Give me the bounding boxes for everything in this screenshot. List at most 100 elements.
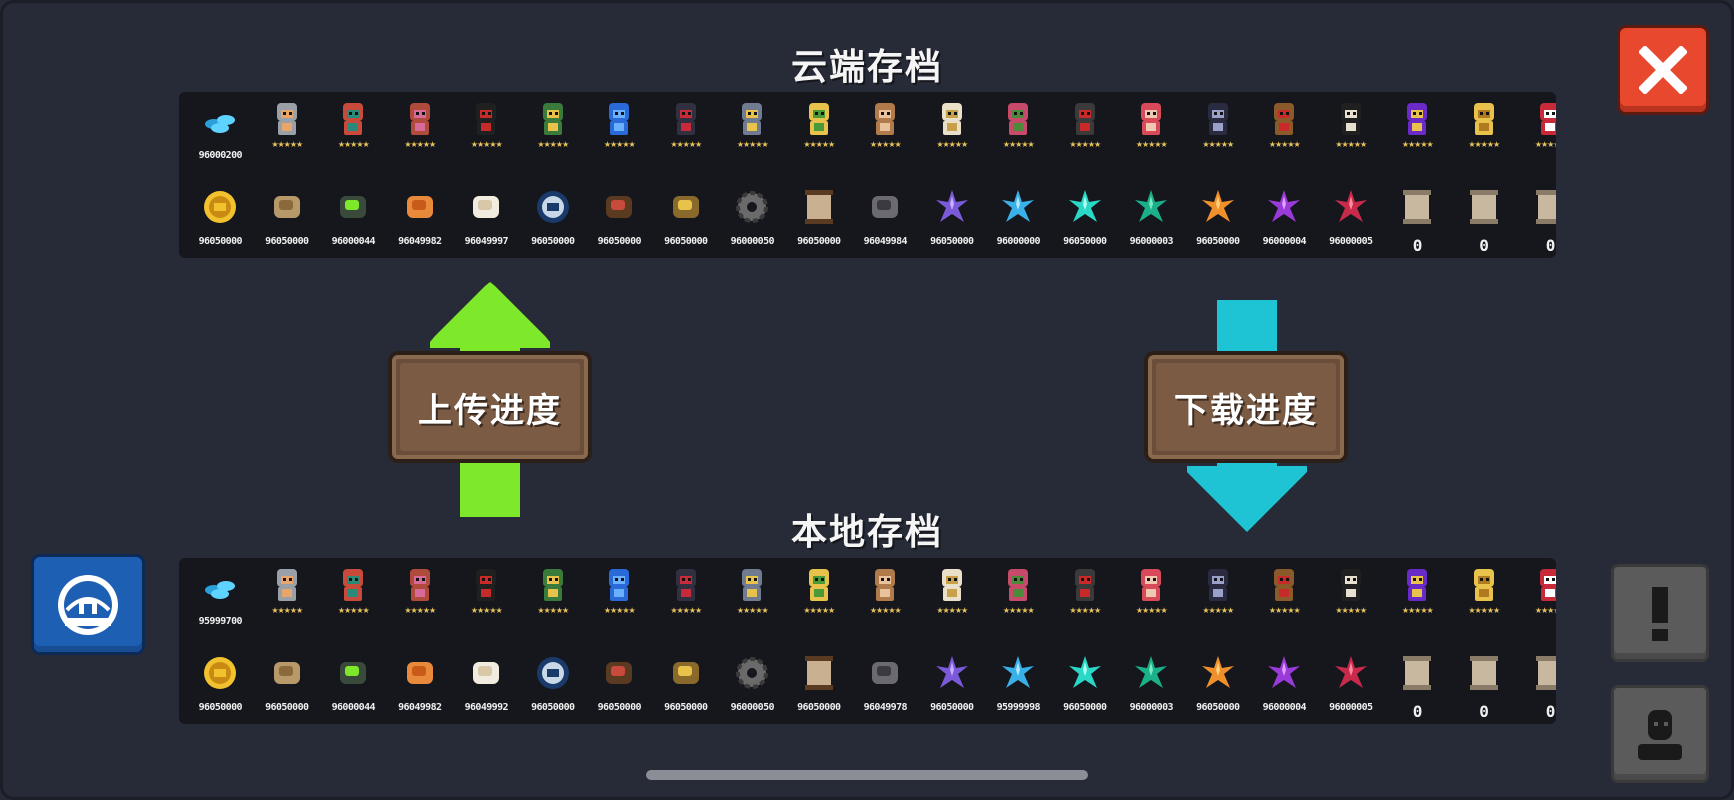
item-count: 96000004 bbox=[1262, 236, 1307, 247]
hero-slot: ★★★★★ bbox=[919, 558, 986, 638]
star-rating: ★★★★★ bbox=[404, 140, 436, 149]
hero-slot: ★★★★★ bbox=[453, 558, 520, 638]
officer-hero-icon bbox=[1274, 103, 1294, 135]
hero-slot: ★★★★★ bbox=[719, 92, 786, 172]
item-count: 96050000 bbox=[531, 702, 575, 713]
vampire-hero-icon bbox=[675, 103, 696, 135]
hero-slot: ★★★★★ bbox=[254, 558, 321, 638]
robot-hero-icon bbox=[609, 103, 629, 135]
item-count: 96050000 bbox=[1063, 702, 1107, 713]
star-rating: ★★★★★ bbox=[603, 140, 636, 149]
demon-hero-icon bbox=[1407, 103, 1427, 135]
material-slot: 96050000 bbox=[653, 176, 720, 256]
knight-hero-icon bbox=[276, 103, 297, 135]
download-progress-button[interactable]: 下载进度 bbox=[1148, 355, 1344, 459]
material-slot: 96050000 bbox=[254, 642, 321, 722]
item-count: 96050000 bbox=[797, 236, 841, 247]
gold-coin-icon bbox=[204, 191, 236, 223]
star-rating: ★★★★★ bbox=[1069, 606, 1101, 615]
material-slot: 96000005 bbox=[1318, 642, 1385, 722]
material-slot: 96050000 bbox=[1185, 642, 1252, 722]
material-slot: 96000005 bbox=[1318, 176, 1385, 256]
cloud-material-row: 96050000 96050000 96000044 96049982 96049997… bbox=[187, 176, 1556, 256]
hero-slot: ★★★★★ bbox=[320, 558, 387, 638]
material-slot: 96049978 bbox=[852, 642, 919, 722]
item-count: 96000044 bbox=[331, 236, 376, 247]
material-slot: 96049997 bbox=[453, 176, 520, 256]
scroll-map-icon bbox=[804, 190, 833, 224]
battery-icon bbox=[340, 662, 366, 684]
home-indicator[interactable] bbox=[646, 770, 1088, 780]
gem-icon bbox=[205, 115, 235, 133]
material-slot: 96050000 bbox=[187, 176, 254, 256]
item-count: 96000003 bbox=[1129, 702, 1174, 713]
close-button[interactable] bbox=[1620, 28, 1706, 112]
local-hero-row: 95999700★★★★★★★★★★★★★★★★★★★★★★★★★★★★★★★★… bbox=[187, 558, 1556, 638]
hero-slot: ★★★★★ bbox=[1052, 558, 1119, 638]
assassin-hero-icon bbox=[476, 569, 496, 601]
user-silhouette-icon bbox=[1638, 710, 1682, 760]
battery-icon bbox=[340, 196, 366, 218]
star-rating: ★★★★★ bbox=[670, 140, 702, 149]
item-count: 96049997 bbox=[464, 236, 509, 247]
berserker-hero-icon bbox=[1074, 103, 1095, 135]
rogue-hero-icon bbox=[343, 569, 363, 601]
rock-icon bbox=[872, 662, 898, 684]
star-rating: ★★★★★ bbox=[337, 140, 370, 149]
item-count: 96000004 bbox=[1262, 702, 1307, 713]
scroll-icon bbox=[1469, 190, 1498, 224]
scroll-icon bbox=[1536, 190, 1556, 224]
scroll-map-icon bbox=[804, 656, 833, 690]
item-count: 96000000 bbox=[996, 236, 1041, 247]
download-progress-label: 下载进度 bbox=[1156, 363, 1336, 451]
hero-slot: ★★★★★ bbox=[852, 92, 919, 172]
material-slot: 96049982 bbox=[387, 176, 454, 256]
hero-slot: ★★★★★ bbox=[1185, 558, 1252, 638]
golden-robot-hero-icon bbox=[1473, 103, 1494, 135]
demon-hero-icon bbox=[1407, 569, 1427, 601]
hero-slot: ★★★★★ bbox=[786, 558, 853, 638]
item-count: 96050000 bbox=[265, 236, 309, 247]
notice-button[interactable] bbox=[1614, 567, 1706, 659]
ore-pieces-icon bbox=[672, 196, 699, 218]
close-icon bbox=[1639, 46, 1687, 94]
star-rating: ★★★★★ bbox=[537, 140, 569, 149]
gear-icon bbox=[736, 191, 768, 223]
red-crystal-icon bbox=[1334, 656, 1367, 688]
violet-crystal-icon bbox=[1268, 656, 1300, 688]
local-save-panel: 95999700★★★★★★★★★★★★★★★★★★★★★★★★★★★★★★★★… bbox=[179, 558, 1556, 724]
cyan-crystal-icon bbox=[1068, 190, 1101, 222]
channel-button[interactable] bbox=[34, 557, 142, 652]
star-rating: ★★★★★ bbox=[1202, 140, 1234, 149]
vampire-hero-icon bbox=[675, 569, 696, 601]
hero-slot: ★★★★★ bbox=[387, 558, 454, 638]
material-slot: 96050000 bbox=[520, 176, 587, 256]
priest-hero-icon bbox=[941, 569, 962, 601]
material-slot: 96050000 bbox=[1185, 176, 1252, 256]
upload-progress-button[interactable]: 上传进度 bbox=[392, 355, 588, 459]
star-rating: ★★★★★ bbox=[1335, 140, 1367, 149]
hero-slot: ★★★★★ bbox=[1517, 92, 1556, 172]
witch-hero-icon bbox=[409, 103, 430, 135]
upload-progress-label: 上传进度 bbox=[400, 363, 580, 451]
account-button[interactable] bbox=[1614, 688, 1706, 780]
paladin-hero-icon bbox=[742, 569, 762, 601]
material-slot: 96000050 bbox=[719, 642, 786, 722]
item-count: 96050000 bbox=[1196, 236, 1240, 247]
hero-slot: ★★★★★ bbox=[520, 558, 587, 638]
elf-hero-icon bbox=[808, 103, 829, 135]
fiber-icon bbox=[273, 196, 300, 218]
material-slot: 96050000 bbox=[1052, 642, 1119, 722]
item-count: 0 bbox=[1479, 236, 1489, 255]
hero-slot: ★★★★★ bbox=[1384, 558, 1451, 638]
purple-crystal-icon bbox=[935, 190, 968, 222]
material-slot: 96049982 bbox=[387, 642, 454, 722]
hero-slot: ★★★★★ bbox=[586, 558, 653, 638]
swordsman-hero-icon bbox=[1340, 569, 1361, 601]
material-slot: 0 bbox=[1451, 176, 1518, 256]
item-count: 96000050 bbox=[730, 236, 775, 247]
engineer-hero-icon bbox=[542, 103, 563, 135]
hero-slot: ★★★★★ bbox=[586, 92, 653, 172]
berserker-hero-icon bbox=[1074, 569, 1095, 601]
star-rating: ★★★★★ bbox=[1401, 606, 1434, 615]
